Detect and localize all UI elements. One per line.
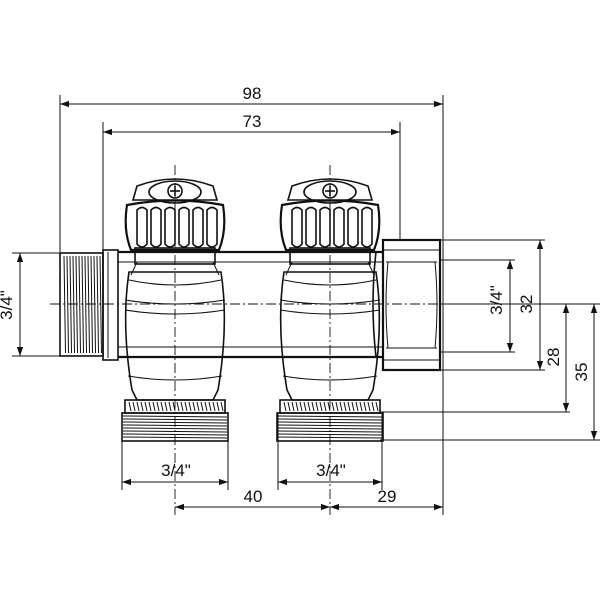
valve-knob-1: [124, 178, 226, 252]
right-female-nut: [372, 238, 442, 372]
label-height-32: 32: [517, 295, 536, 314]
center-lines: [50, 165, 455, 515]
outlet-thread-2: [276, 399, 384, 442]
label-outlet-2-thread: 3/4": [316, 461, 346, 480]
label-left-thread: 3/4": [0, 290, 16, 320]
label-body-width: 73: [243, 112, 262, 131]
label-outlet-1-thread: 3/4": [161, 461, 191, 480]
left-male-thread: [59, 249, 119, 361]
label-height-35: 35: [572, 363, 591, 382]
dimension-labels: 98 73 3/4" 3/4" 32 28 35 3/4" 3/4" 40 29: [0, 84, 591, 506]
label-height-28: 28: [544, 348, 563, 367]
valve-knob-2: [279, 178, 381, 252]
dimension-lines: [16, 100, 598, 511]
label-right-thread: 3/4": [487, 285, 506, 315]
manifold-body: [118, 250, 383, 359]
extension-lines: [12, 95, 600, 515]
outlet-thread-1: [121, 399, 229, 442]
label-outlet-spacing: 40: [244, 487, 263, 506]
label-outlet-to-end: 29: [378, 487, 397, 506]
label-overall-width: 98: [243, 84, 262, 103]
